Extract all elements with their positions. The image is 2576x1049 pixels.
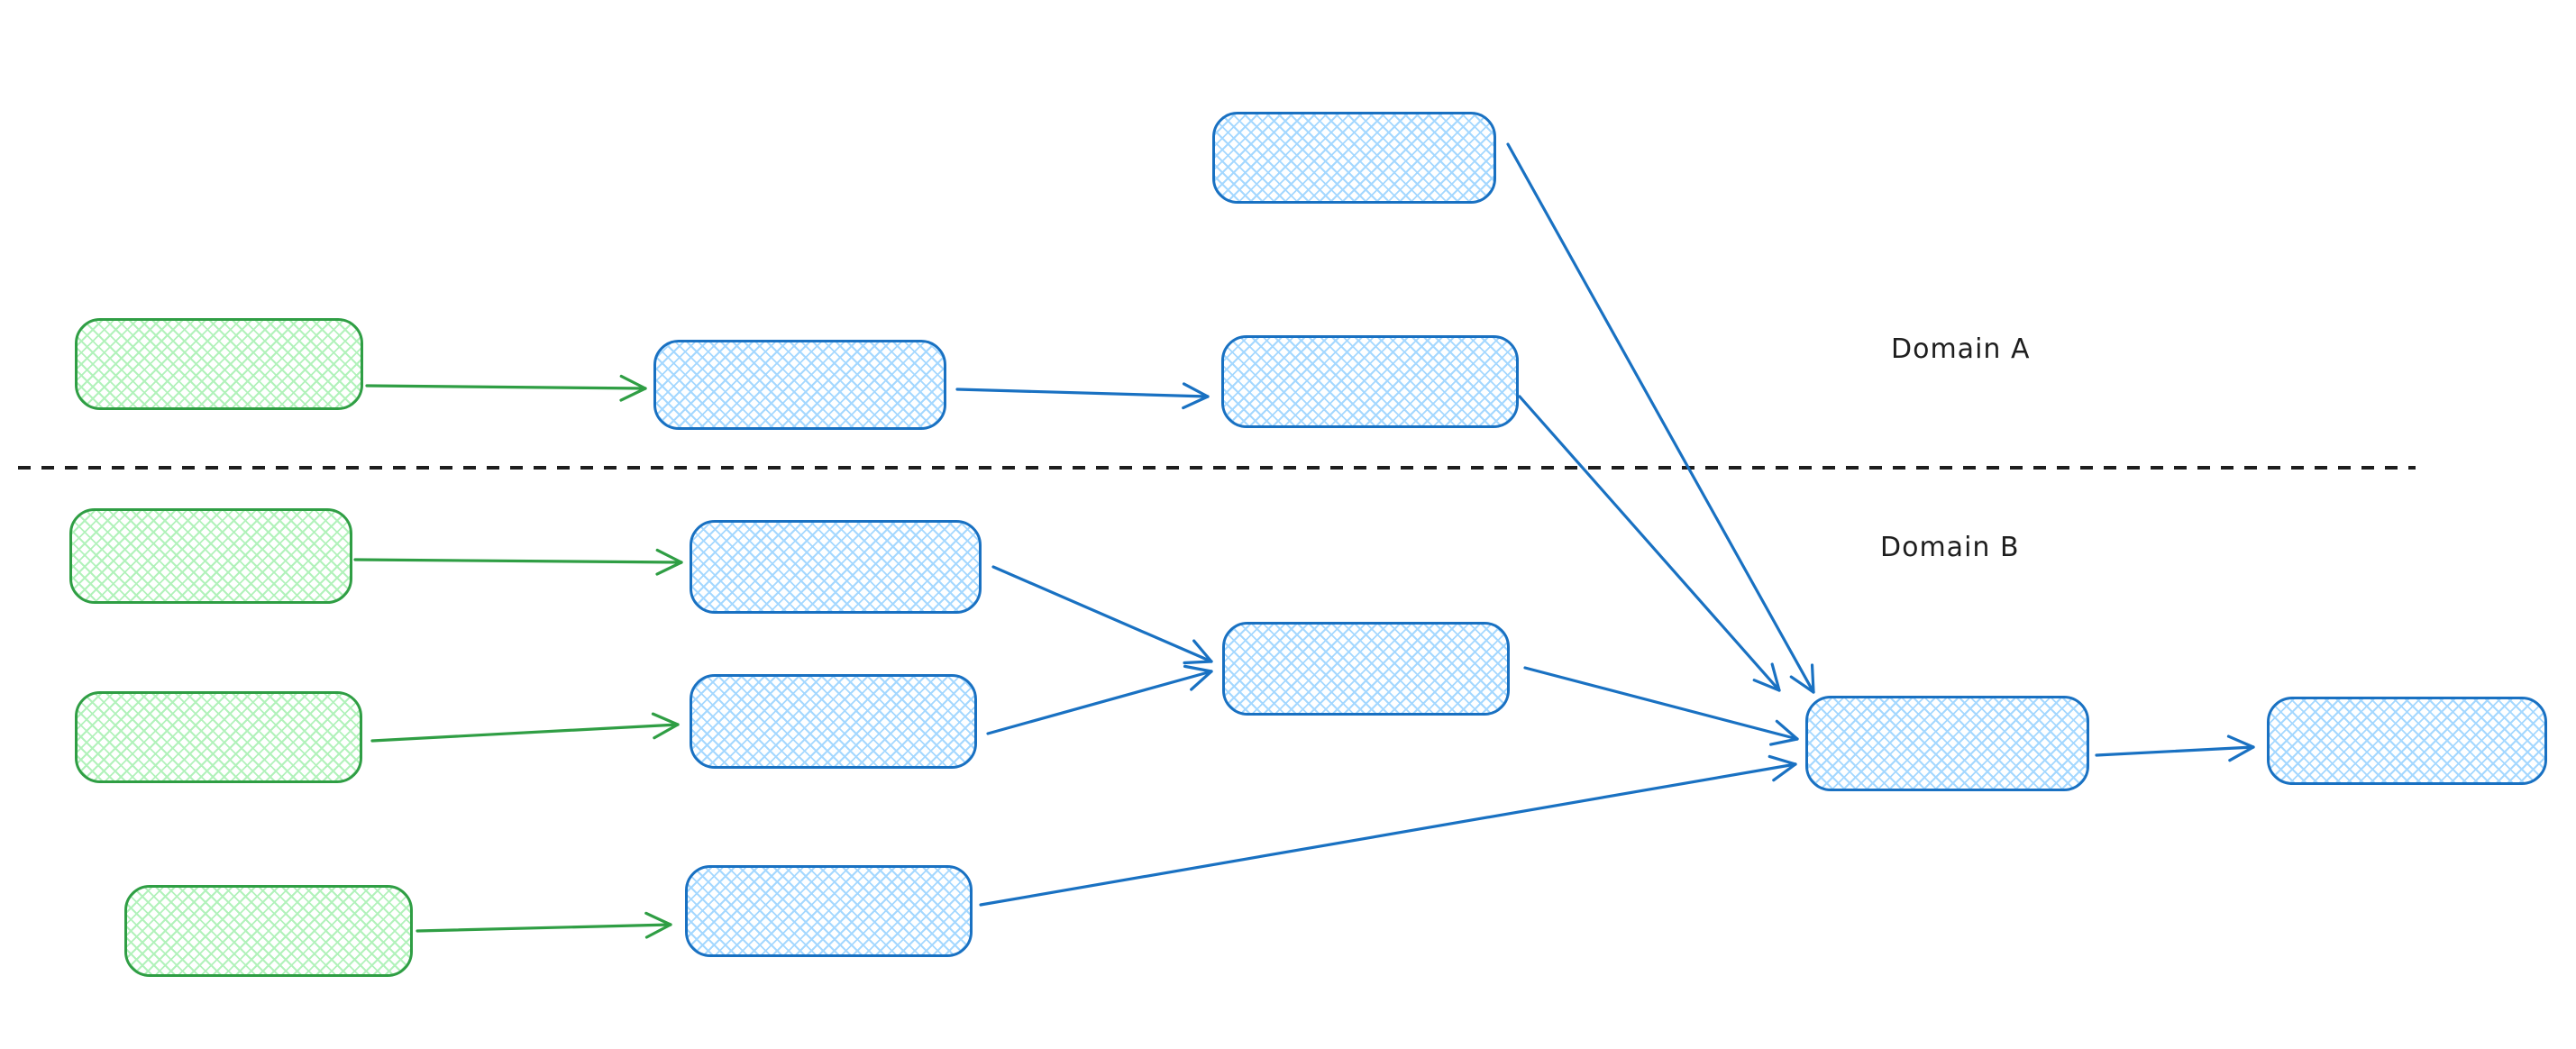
node-b-blue-step-2 <box>690 674 977 769</box>
node-b-blue-final <box>2267 697 2547 785</box>
node-a-top-blue-box <box>1212 112 1496 204</box>
node-a-blue-step-1 <box>653 340 946 430</box>
node-b-blue-step-1 <box>690 520 982 614</box>
node-b-blue-step-3 <box>685 865 973 957</box>
node-a-blue-step-2 <box>1221 335 1519 428</box>
arrow-a-step2-to-aggregate <box>1518 395 1781 692</box>
arrow-b-step2-to-merge <box>986 664 1213 735</box>
node-b-blue-merge <box>1222 622 1510 716</box>
node-b-blue-aggregate <box>1805 696 2089 791</box>
arrow-b-green2-to-step2 <box>370 712 680 743</box>
arrow-a-green-to-step1 <box>365 374 647 402</box>
arrow-b-merge-to-aggregate <box>1523 666 1799 746</box>
arrow-b-step1-to-merge <box>991 565 1213 665</box>
domain-a-label: Domain A <box>1891 333 2031 365</box>
node-b-green-source-2 <box>75 691 362 783</box>
arrow-b-green3-to-step3 <box>416 911 672 939</box>
node-a-green-source <box>75 318 363 410</box>
node-b-green-source-3 <box>124 885 413 977</box>
arrow-aggregate-to-final <box>2095 734 2255 762</box>
domain-b-label: Domain B <box>1880 532 2020 563</box>
node-b-green-source-1 <box>69 508 352 604</box>
arrow-a-step1-to-step2 <box>955 382 1210 410</box>
arrow-a-top-to-aggregate <box>1506 142 1815 694</box>
arrow-b-green1-to-step1 <box>353 548 683 576</box>
arrow-b-step3-to-aggregate <box>979 754 1797 907</box>
